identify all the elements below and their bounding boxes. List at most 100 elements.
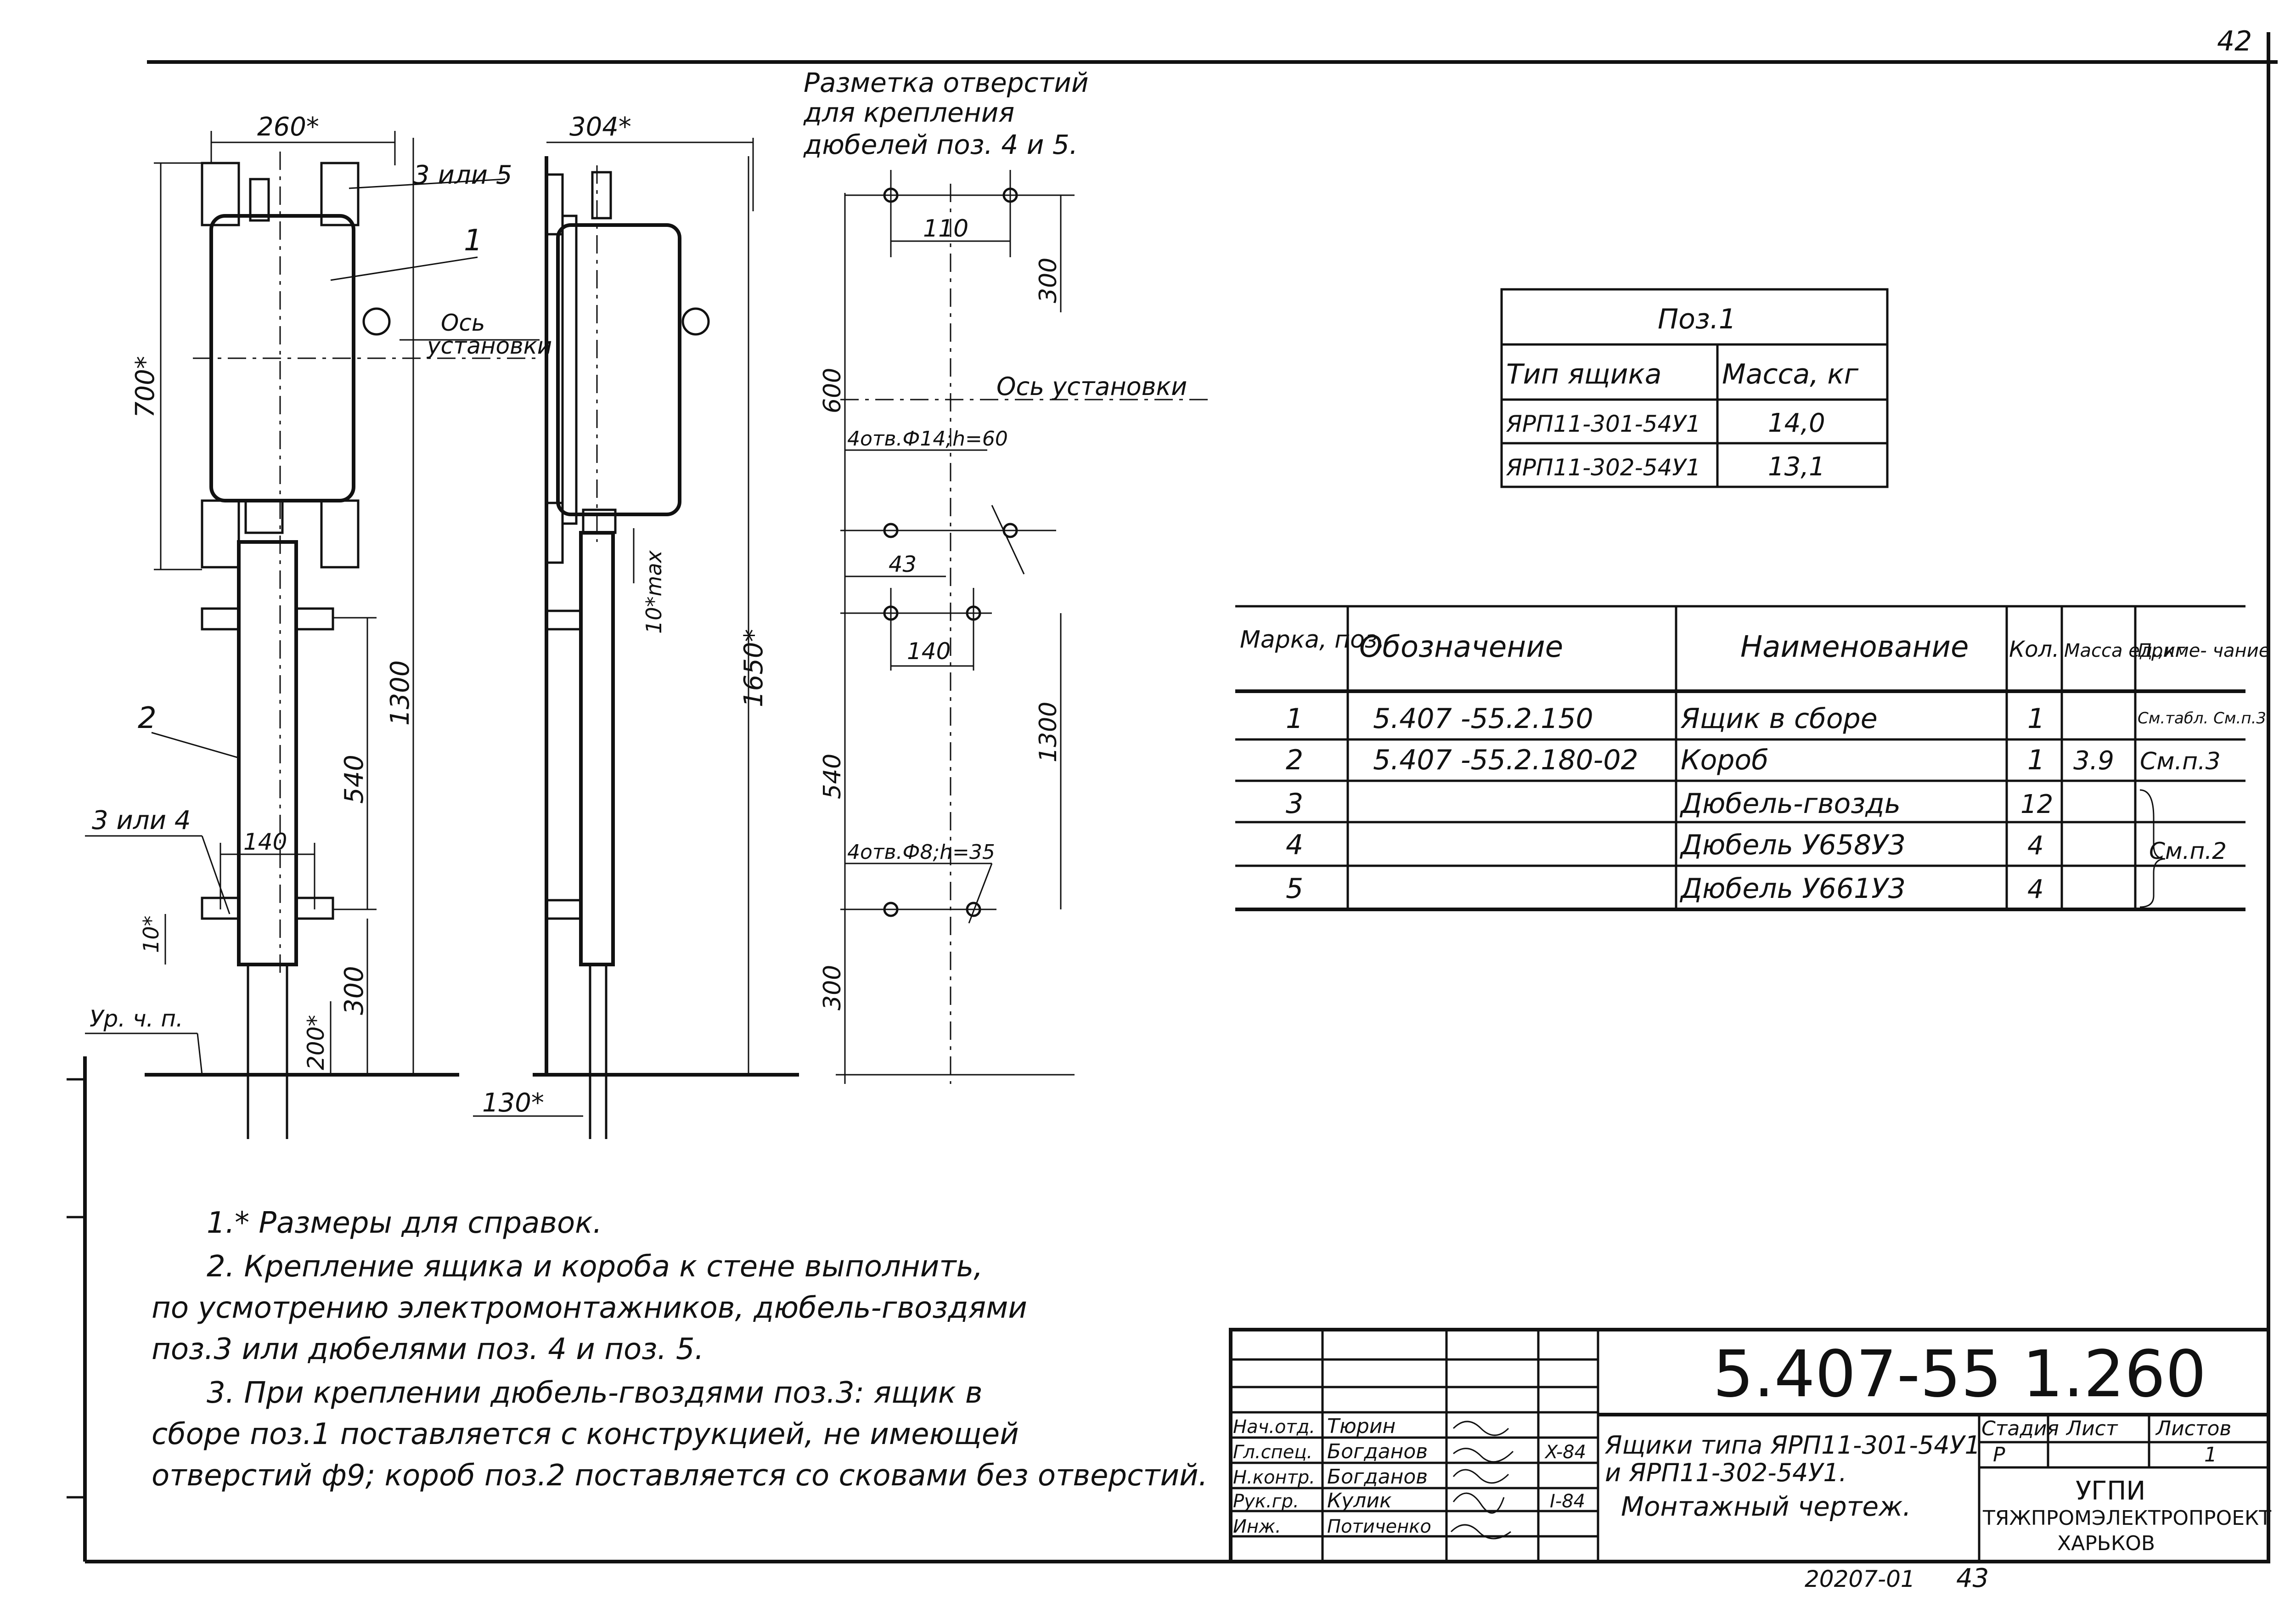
axis-label-layout: Ось установки — [996, 372, 1187, 401]
spec-row-4-note: См.п.2 — [2149, 838, 2227, 864]
hole-label-top: 4отв.Ф14;h=60 — [847, 427, 1008, 451]
dim-300-front: 300 — [339, 966, 369, 1015]
sheet-frame — [67, 32, 2278, 1563]
spec-header-note: Приме- чание — [2138, 640, 2270, 661]
note-3-line-2: сборе поз.1 поставляется с конструкцией,… — [152, 1417, 1019, 1451]
dowel-layout — [836, 170, 1212, 1084]
dowel-layout-title-2: для крепления — [803, 97, 1014, 128]
role-5: Инж. — [1233, 1516, 1281, 1537]
callout-3-or-4: 3 или 4 — [92, 806, 191, 835]
spec-header-qty: Кол. — [2009, 637, 2059, 662]
spec-row-5-qty: 4 — [2027, 874, 2044, 904]
spec-row-1-pos: 1 — [1286, 703, 1303, 735]
stage-label: Стадия — [1981, 1417, 2059, 1440]
dim-600-layout: 600 — [819, 368, 846, 413]
title-line-1: Ящики типа ЯРП11-301-54У1 — [1604, 1431, 1981, 1460]
note-1: 1.* Размеры для справок. — [207, 1206, 602, 1240]
spec-row-3-name: Дюбель-гвоздь — [1679, 788, 1901, 820]
spec-row-4-name: Дюбель У658У3 — [1679, 829, 1906, 861]
spec-row-2-note: См.п.3 — [2140, 748, 2221, 775]
signature-marks — [1450, 1421, 1514, 1540]
role-1: Нач.отд. — [1233, 1416, 1315, 1438]
axis-label-front-2: установки — [426, 333, 552, 359]
sheets-label: Листов — [2155, 1417, 2231, 1440]
name-1: Тюрин — [1327, 1415, 1396, 1438]
spec-row-1-code: 5.407 -55.2.150 — [1373, 703, 1593, 735]
corner-page-number: 42 — [2217, 25, 2252, 57]
side-view — [473, 138, 799, 1139]
dim-140-layout: 140 — [907, 638, 951, 665]
spec-row-5-name: Дюбель У661У3 — [1679, 873, 1906, 905]
spec-row-2-name: Короб — [1681, 744, 1768, 776]
floor-level-label: Ур. ч. п. — [90, 1005, 183, 1032]
spec-row-2-code: 5.407 -55.2.180-02 — [1373, 744, 1638, 776]
spec-row-2-qty: 1 — [2027, 744, 2045, 776]
note-brace — [2139, 789, 2166, 908]
dim-300-layout-bottom: 300 — [819, 965, 846, 1010]
dim-1650: 1650* — [739, 629, 769, 707]
footer-number: 20207-01 — [1805, 1566, 1915, 1592]
dim-10max: 10*max — [642, 550, 666, 634]
spec-header-pos: Марка, поз. — [1240, 626, 1385, 654]
dim-140-front: 140 — [243, 829, 287, 855]
org-line-3: ХАРЬКОВ — [2057, 1532, 2155, 1555]
name-2: Богданов — [1327, 1440, 1428, 1463]
spec-table — [1235, 605, 2245, 911]
mass-table-header-type: Тип ящика — [1506, 358, 1662, 390]
stage-value: Р — [1993, 1443, 2005, 1467]
role-2: Гл.спец. — [1233, 1442, 1312, 1463]
date-4: I-84 — [1550, 1491, 1585, 1512]
name-4: Кулик — [1327, 1489, 1392, 1512]
spec-row-5-pos: 5 — [1286, 873, 1303, 905]
note-3-line-3: отверстий ф9; короб поз.2 поставляется с… — [152, 1459, 1208, 1493]
name-5: Потиченко — [1327, 1516, 1431, 1537]
spec-row-1-name: Ящик в сборе — [1680, 703, 1878, 735]
spec-row-2-mass: 3.9 — [2073, 746, 2114, 776]
date-2: X-84 — [1544, 1442, 1586, 1463]
document-code: 5.407-55 1.260 — [1713, 1337, 2206, 1412]
dim-1300-front: 1300 — [385, 660, 415, 726]
axis-label-front: Ось — [441, 310, 485, 336]
title-block — [1229, 1328, 2270, 1563]
note-2-line-3: поз.3 или дюбелями поз. 4 и поз. 5. — [152, 1332, 704, 1366]
sheets-value: 1 — [2204, 1443, 2217, 1467]
title-line-2: и ЯРП11-302-54У1. — [1605, 1458, 1847, 1487]
spec-header-name: Наименование — [1740, 630, 1969, 664]
title-line-3: Монтажный чертеж. — [1621, 1491, 1911, 1522]
dim-700: 700* — [130, 356, 160, 418]
spec-row-3-pos: 3 — [1286, 788, 1303, 820]
org-line-1: УГПИ — [2076, 1476, 2145, 1506]
callout-3-or-5: 3 или 5 — [413, 160, 512, 190]
note-3-line-1: 3. При креплении дюбель-гвоздями поз.3: … — [207, 1376, 983, 1410]
spec-row-1-qty: 1 — [2027, 703, 2045, 735]
mass-table-type-1: ЯРП11-301-54У1 — [1506, 411, 1701, 437]
org-line-2: ТЯЖПРОМЭЛЕКТРОПРОЕКТ — [1982, 1506, 2271, 1530]
callout-2: 2 — [138, 701, 157, 735]
dim-540-layout: 540 — [819, 754, 846, 799]
name-3: Богданов — [1327, 1465, 1428, 1489]
dim-130: 130* — [482, 1088, 544, 1118]
mass-table-mass-2: 13,1 — [1768, 452, 1825, 482]
dim-260: 260* — [257, 112, 319, 142]
dim-200-front: 200* — [303, 1015, 329, 1070]
mass-table-title: Поз.1 — [1658, 303, 1736, 335]
footer-page: 43 — [1956, 1563, 1989, 1593]
dowel-layout-title-3: дюбелей поз. 4 и 5. — [803, 129, 1078, 160]
callout-1: 1 — [464, 224, 483, 258]
dim-540-front: 540 — [339, 755, 369, 804]
dim-1300-layout: 1300 — [1035, 702, 1062, 762]
mass-table-header-mass: Масса, кг — [1722, 358, 1859, 390]
front-view — [85, 131, 540, 1139]
spec-header-code: Обозначение — [1359, 630, 1563, 664]
spec-row-1-note: См.табл. См.п.3 — [2138, 709, 2266, 728]
dim-300-layout-top: 300 — [1035, 258, 1062, 303]
spec-row-3-qty: 12 — [2020, 790, 2053, 819]
note-2-line-2: по усмотрению электромонтажников, дюбель… — [152, 1291, 1027, 1325]
mass-table-type-2: ЯРП11-302-54У1 — [1506, 454, 1701, 481]
dowel-layout-title-1: Разметка отверстий — [804, 67, 1089, 98]
mass-table-mass-1: 14,0 — [1768, 408, 1825, 438]
dim-10-front: 10* — [139, 915, 163, 953]
spec-row-4-pos: 4 — [1286, 829, 1303, 861]
dim-304: 304* — [569, 112, 631, 142]
